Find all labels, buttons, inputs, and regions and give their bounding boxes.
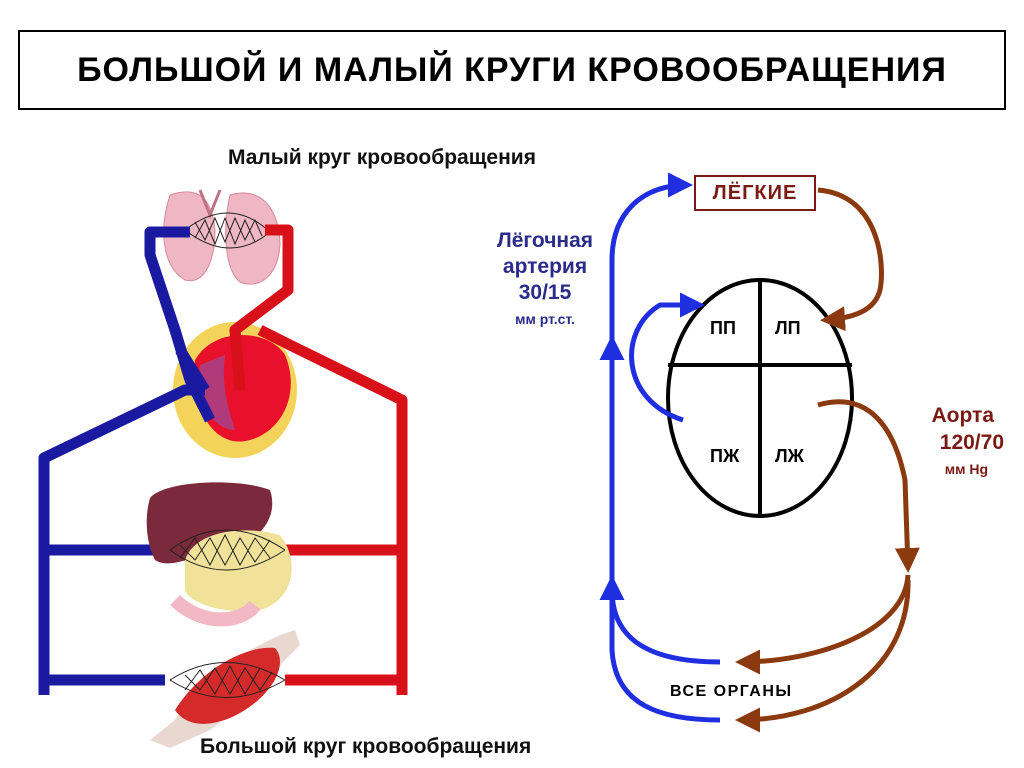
title-box: БОЛЬШОЙ И МАЛЫЙ КРУГИ КРОВООБРАЩЕНИЯ xyxy=(18,30,1006,110)
pulmonary-artery-pressure: 30/15 xyxy=(518,281,572,304)
muscle-capillary-net xyxy=(169,662,286,698)
lungs-box: ЛЁГКИЕ xyxy=(694,175,816,211)
systemic-path xyxy=(735,187,920,733)
pulmonary-artery-label: Лёгочная артерия 30/15 мм рт.ст. xyxy=(470,228,620,332)
left-ventricle-label: ЛЖ xyxy=(775,446,804,466)
arterial-vessels xyxy=(229,224,408,695)
left-atrium-label: ЛП xyxy=(775,318,801,338)
liver-illustration xyxy=(146,482,292,627)
aorta-unit: мм Hg xyxy=(944,461,988,477)
lungs-illustration xyxy=(163,189,281,285)
right-atrium-label: ПП xyxy=(710,318,736,338)
lungs-label: ЛЁГКИЕ xyxy=(712,181,798,204)
page-title: БОЛЬШОЙ И МАЛЫЙ КРУГИ КРОВООБРАЩЕНИЯ xyxy=(77,50,947,89)
organs-label: ВСЕ ОРГАНЫ xyxy=(670,683,793,700)
aorta-pressure: 120/70 xyxy=(939,431,1004,454)
pulmonary-artery-unit: мм рт.ст. xyxy=(515,311,575,327)
pulmonary-artery-line2: артерия xyxy=(502,255,588,278)
abdominal-capillary-net xyxy=(169,529,286,571)
aorta-line1: Аорта xyxy=(931,404,994,427)
pulmonary-circuit-caption: Малый круг кровообращения xyxy=(228,146,536,169)
right-ventricle-label: ПЖ xyxy=(710,446,740,466)
aorta-label: Аорта 120/70 мм Hg xyxy=(884,402,1014,483)
systemic-circuit-caption: Большой круг кровообращения xyxy=(200,735,532,758)
venous-vessels xyxy=(38,226,215,695)
pulmonary-artery-line1: Лёгочная xyxy=(497,229,593,252)
heart-schematic xyxy=(666,278,854,518)
pulmonary-path xyxy=(599,172,721,723)
lung-capillary-net xyxy=(184,212,271,249)
